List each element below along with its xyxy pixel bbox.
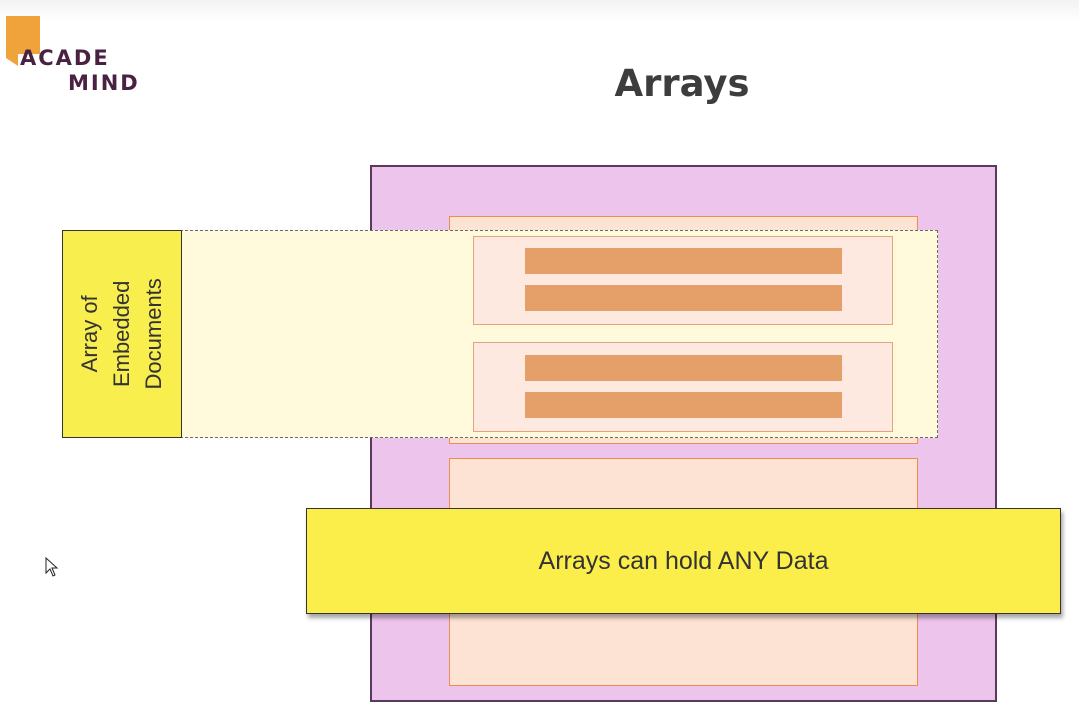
array-of-embedded-documents-label: Array of Embedded Documents xyxy=(62,230,182,438)
embedded-field-bar xyxy=(525,355,842,381)
mouse-cursor-icon xyxy=(45,557,59,577)
slide-title: Arrays xyxy=(614,62,750,105)
academind-logo-icon xyxy=(6,16,40,66)
label-line: Documents xyxy=(140,278,166,390)
label-line: Embedded xyxy=(109,280,135,388)
logo-text-line2: MIND xyxy=(68,71,140,95)
embedded-field-bar xyxy=(525,285,842,311)
embedded-field-bar xyxy=(525,248,842,274)
logo-text-line1: ACADE xyxy=(20,46,110,70)
label-line: Array of xyxy=(77,295,103,373)
embedded-field-bar xyxy=(525,392,842,418)
arrays-any-data-banner: Arrays can hold ANY Data xyxy=(306,508,1061,614)
banner-text: Arrays can hold ANY Data xyxy=(538,546,829,575)
